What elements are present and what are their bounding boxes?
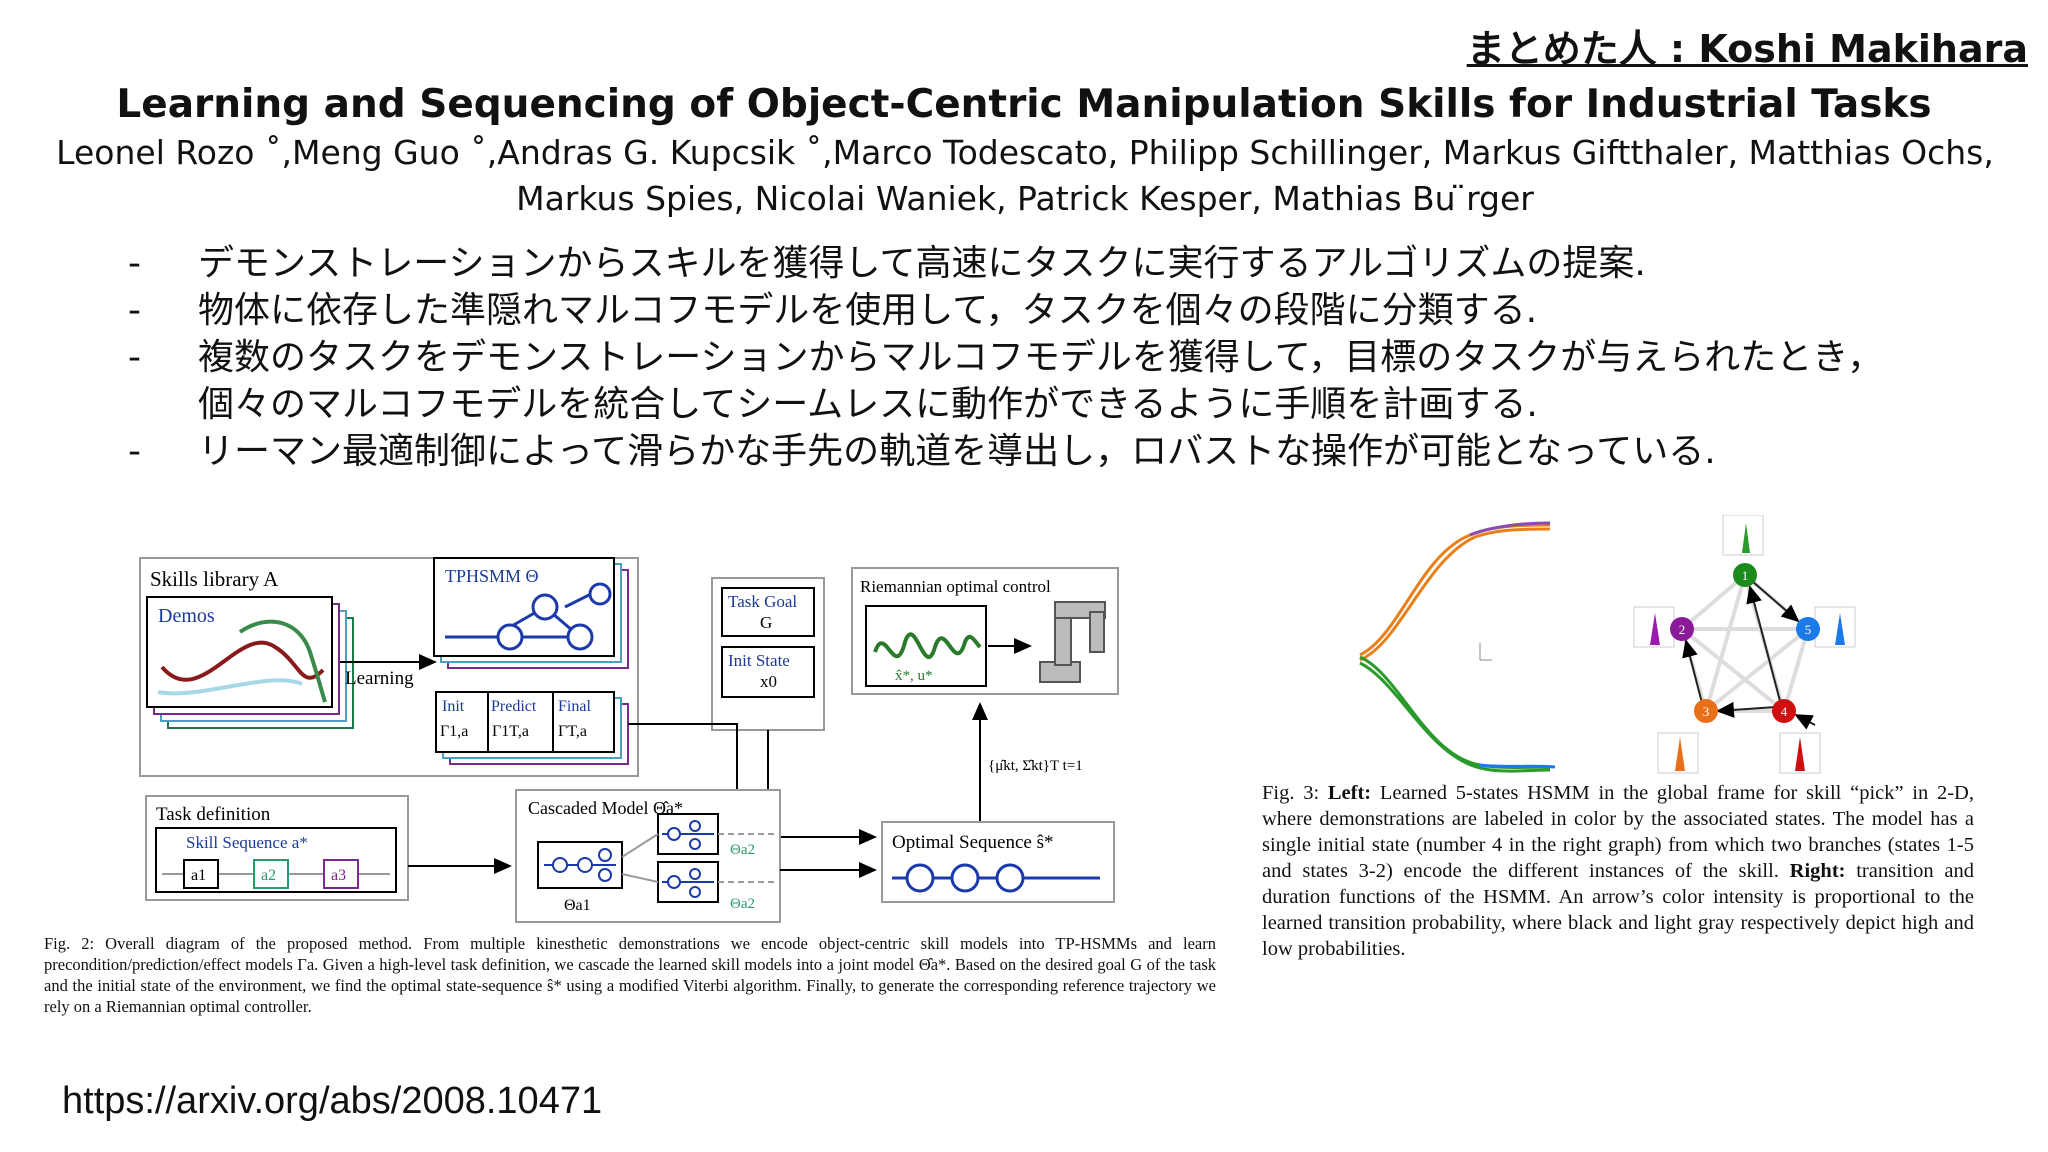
final-label: Final bbox=[558, 698, 591, 715]
init-state-box bbox=[721, 646, 815, 698]
tphsmm-label: TPHSMM Θ bbox=[445, 566, 539, 586]
task-goal-symbol: G bbox=[760, 613, 772, 632]
theta-a1-label: Θa1 bbox=[564, 897, 591, 914]
bullet-marker: - bbox=[128, 337, 141, 378]
optimal-sequence-states bbox=[892, 863, 1100, 893]
bullet-marker: - bbox=[128, 431, 141, 472]
demo-trajectories bbox=[1359, 521, 1556, 773]
demo-curve bbox=[160, 640, 325, 682]
skill-a1-label: a1 bbox=[191, 867, 206, 884]
init-state-label: Init State bbox=[728, 651, 790, 670]
bullet-item: - デモンストレーションからスキルを獲得して高速にタスクに実行するアルゴリズムの提… bbox=[120, 240, 1920, 287]
fig2-caption: Fig. 2: Overall diagram of the proposed … bbox=[44, 934, 1216, 1016]
hsmm-state-node bbox=[1694, 699, 1718, 723]
method-diagram: Skills library A Demos Learning TPHSMM Θ… bbox=[139, 557, 1119, 923]
fig3-caption-part2: transition and duration functions of the… bbox=[1262, 860, 1974, 960]
hsmm-state-node bbox=[1670, 617, 1694, 641]
theta-a2-bottom-label: Θa2 bbox=[730, 896, 755, 912]
author-tag: まとめた人 : Koshi Makihara bbox=[1466, 27, 2028, 71]
paper-title: Learning and Sequencing of Object-Centri… bbox=[116, 82, 1932, 127]
gamma-box bbox=[435, 691, 615, 753]
tphsmm-graph bbox=[445, 582, 612, 651]
hsmm-state-node bbox=[1733, 563, 1757, 587]
skills-library-label: Skills library A bbox=[150, 567, 279, 591]
learning-label: Learning bbox=[345, 668, 414, 689]
duration-histograms bbox=[1633, 515, 1856, 774]
hsmm-state-nodes: 1 2 3 4 5 bbox=[1670, 563, 1820, 723]
fig3-caption-part1: Learned 5-states HSMM in the global fram… bbox=[1262, 782, 1974, 882]
skill-sequence-label: Skill Sequence a* bbox=[186, 833, 308, 852]
fig3-caption-left-label: Left: bbox=[1327, 782, 1372, 804]
trajectory-curve bbox=[873, 632, 982, 659]
skill-a3 bbox=[323, 859, 359, 889]
bullet-text: リーマン最適制御によって滑らかな手先の軌道を導出し，ロバストな操作が可能となって… bbox=[198, 431, 1716, 472]
task-definition-label: Task definition bbox=[156, 804, 271, 825]
init-label: Init bbox=[442, 698, 465, 715]
hsmm-state-label: 5 bbox=[1805, 622, 1812, 637]
bullet-text: 複数のタスクをデモンストレーションからマルコフモデルを獲得して，目標のタスクが与… bbox=[198, 337, 1884, 425]
gamma-predict: Γ1T,a bbox=[492, 723, 529, 740]
hsmm-state-node bbox=[1772, 699, 1796, 723]
riemannian-label: Riemannian optimal control bbox=[860, 577, 1051, 596]
bullet-item: - 物体に依存した準隠れマルコフモデルを使用して，タスクを個々の段階に分類する. bbox=[120, 287, 1920, 334]
demo-curve bbox=[238, 619, 327, 703]
hsmm-state-node bbox=[1796, 617, 1820, 641]
skill-a2-label: a2 bbox=[261, 867, 276, 884]
skill-a2 bbox=[253, 859, 289, 889]
hsmm-state-label: 4 bbox=[1781, 704, 1788, 719]
hsmm-state-label: 2 bbox=[1679, 622, 1686, 637]
robot-arm-illustration bbox=[1039, 601, 1106, 683]
optimal-sequence-label: Optimal Sequence ŝ* bbox=[892, 832, 1053, 853]
mu-sigma-label: {μ̂kt, Σ̂kt}T t=1 bbox=[988, 758, 1083, 774]
bullet-marker: - bbox=[128, 243, 141, 284]
demos-label: Demos bbox=[158, 605, 215, 627]
hsmm-state-label: 1 bbox=[1742, 568, 1749, 583]
fig3-caption: Fig. 3: Left: Learned 5-states HSMM in t… bbox=[1262, 780, 1974, 962]
summary-bullets: - デモンストレーションからスキルを獲得して高速にタスクに実行するアルゴリズムの提… bbox=[120, 240, 1920, 475]
task-goal-label: Task Goal bbox=[728, 592, 797, 611]
gamma-init: Γ1,a bbox=[440, 723, 468, 740]
bullet-item: - 複数のタスクをデモンストレーションからマルコフモデルを獲得して，目標のタスクが… bbox=[120, 334, 1920, 428]
hsmm-state-label: 3 bbox=[1703, 704, 1710, 719]
init-state-symbol: x0 bbox=[760, 672, 777, 691]
cascaded-model-label: Cascaded Model Θ̂a* bbox=[528, 798, 683, 818]
paper-authors: Leonel Rozo ˚,Meng Guo ˚,Andras G. Kupcs… bbox=[56, 133, 1994, 218]
task-goal-box bbox=[721, 587, 815, 637]
theta-a2-top-label: Θa2 bbox=[730, 842, 755, 858]
skill-a3-label: a3 bbox=[331, 867, 346, 884]
bullet-marker: - bbox=[128, 290, 141, 331]
bullet-item: - リーマン最適制御によって滑らかな手先の軌道を導出し，ロバストな操作が可能となっ… bbox=[120, 428, 1920, 475]
gamma-final: ΓT,a bbox=[558, 723, 587, 740]
x-u-label: x̂*, u* bbox=[895, 668, 933, 684]
arxiv-link[interactable]: https://arxiv.org/abs/2008.10471 bbox=[62, 1080, 603, 1122]
bullet-text: 物体に依存した準隠れマルコフモデルを使用して，タスクを個々の段階に分類する. bbox=[198, 290, 1538, 331]
transition-edges bbox=[1680, 573, 1810, 713]
demo-curve bbox=[157, 678, 303, 696]
fig3-caption-prefix: Fig. 3: bbox=[1262, 782, 1328, 804]
fig3-caption-right-label: Right: bbox=[1789, 860, 1846, 882]
predict-label: Predict bbox=[491, 698, 537, 715]
hsmm-figure: 1 2 3 4 5 bbox=[1359, 515, 1856, 774]
skill-a1 bbox=[183, 859, 219, 889]
bullet-text: デモンストレーションからスキルを獲得して高速にタスクに実行するアルゴリズムの提案… bbox=[198, 243, 1646, 284]
